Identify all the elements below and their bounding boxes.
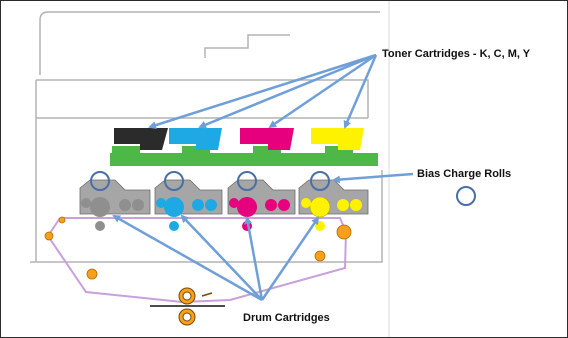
bias-arrow — [332, 172, 414, 184]
drum-cartridge-y — [298, 179, 369, 231]
toner-cartridge-m — [240, 128, 294, 150]
paper-rollers — [44, 216, 352, 280]
drum-cartridge-m — [227, 179, 296, 231]
toner-cartridges-label: Toner Cartridges - K, C, M, Y — [382, 48, 531, 60]
toner-arrows — [148, 53, 378, 129]
drum-cartridges-label: Drum Cartridges — [243, 312, 330, 324]
fuser-assembly — [150, 287, 225, 326]
transfer-rail — [110, 146, 378, 166]
drum-cartridge-c — [154, 179, 223, 231]
drum-arrows — [112, 214, 320, 302]
printer-housing — [30, 11, 383, 263]
drum-cartridge-k — [79, 179, 151, 231]
bias-charge-roll-legend-icon — [456, 186, 476, 206]
bias-charge-rolls-label: Bias Charge Rolls — [417, 168, 512, 180]
toner-cartridge-c — [169, 128, 222, 150]
toner-cartridge-y — [311, 128, 364, 150]
bias-charge-rolls — [90, 171, 330, 191]
toner-cartridge-k — [114, 128, 168, 150]
